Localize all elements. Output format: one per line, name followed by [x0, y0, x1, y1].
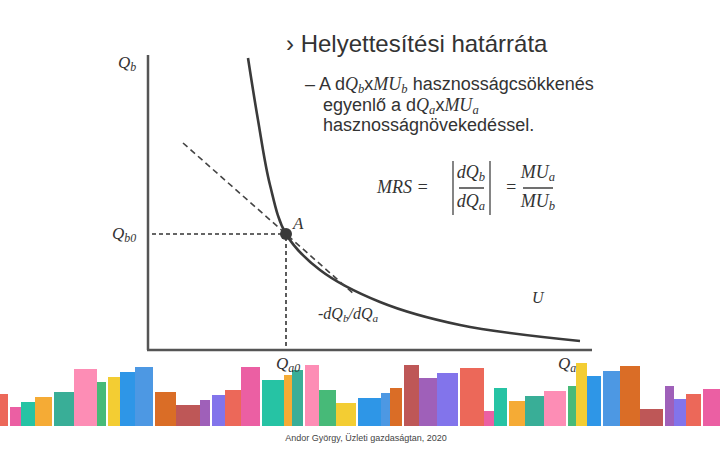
skyline-building	[358, 398, 381, 426]
skyline-building	[576, 363, 587, 426]
skyline-building	[640, 409, 663, 426]
skyline-building	[292, 370, 303, 426]
point-label: A	[293, 215, 303, 234]
skyline-building	[390, 388, 402, 426]
skyline-building	[284, 375, 292, 426]
skyline-building	[665, 386, 674, 426]
skyline-building	[262, 380, 284, 426]
skyline-building	[686, 394, 701, 426]
fraction-bar	[523, 187, 553, 188]
skyline-building	[525, 396, 544, 426]
skyline-building	[97, 382, 106, 426]
skyline-building	[74, 369, 97, 426]
slide-title: › Helyettesítési határráta	[286, 31, 547, 57]
guide-line	[285, 237, 287, 348]
skyline-building	[460, 368, 484, 426]
formula-part: =	[505, 178, 517, 198]
skyline-building	[135, 367, 153, 426]
skyline-building	[108, 377, 120, 426]
axis-label: Qa0	[276, 355, 300, 374]
formula-part: dQb	[457, 163, 485, 183]
skyline-building	[319, 390, 336, 426]
skyline-building	[336, 403, 356, 426]
curve-label: U	[532, 289, 544, 307]
skyline-building	[176, 405, 200, 426]
formula-part: MUa	[521, 163, 555, 183]
skyline-building	[544, 391, 566, 426]
axis-label: Qa	[558, 355, 576, 374]
skyline-building	[509, 401, 525, 426]
abs-bar	[489, 161, 490, 215]
point-a	[280, 228, 292, 240]
city-skyline	[0, 363, 720, 426]
tangent-line	[183, 143, 355, 295]
formula-part: MRS =	[377, 178, 429, 198]
abs-bar	[452, 161, 453, 215]
skyline-building	[35, 397, 52, 426]
fraction-bar	[459, 187, 484, 188]
formula-part: dQa	[457, 192, 485, 212]
skyline-building	[674, 399, 686, 426]
skyline-building	[54, 392, 74, 426]
slope-label: -dQb/dQa	[318, 305, 378, 323]
skyline-building	[0, 394, 8, 426]
guide-line	[152, 233, 283, 235]
skyline-building	[200, 400, 210, 426]
bullet-text: – A dQbxMUb hasznosságcsökkenés egyenlő …	[305, 74, 653, 136]
source-caption: Andor György, Üzleti gazdaságtan, 2020	[285, 434, 446, 444]
skyline-building	[212, 395, 225, 426]
skyline-building	[225, 390, 241, 426]
skyline-building	[381, 393, 390, 426]
skyline-building	[603, 371, 620, 426]
skyline-building	[155, 392, 176, 426]
skyline-building	[120, 372, 135, 426]
x-axis	[147, 349, 592, 352]
skyline-building	[305, 365, 319, 426]
y-axis	[147, 55, 150, 350]
skyline-building	[484, 411, 494, 426]
skyline-building	[419, 378, 437, 426]
skyline-building	[568, 386, 576, 426]
skyline-building	[620, 366, 640, 426]
skyline-building	[494, 388, 507, 426]
skyline-building	[10, 407, 21, 426]
skyline-building	[587, 376, 601, 426]
skyline-building	[437, 373, 458, 426]
skyline-building	[21, 402, 35, 426]
skyline-building	[404, 365, 419, 426]
skyline-building	[703, 389, 720, 426]
skyline-building	[241, 367, 260, 426]
axis-label: Qb	[118, 54, 136, 73]
formula-part: MUb	[521, 192, 555, 212]
axis-label: Qb0	[112, 225, 136, 244]
